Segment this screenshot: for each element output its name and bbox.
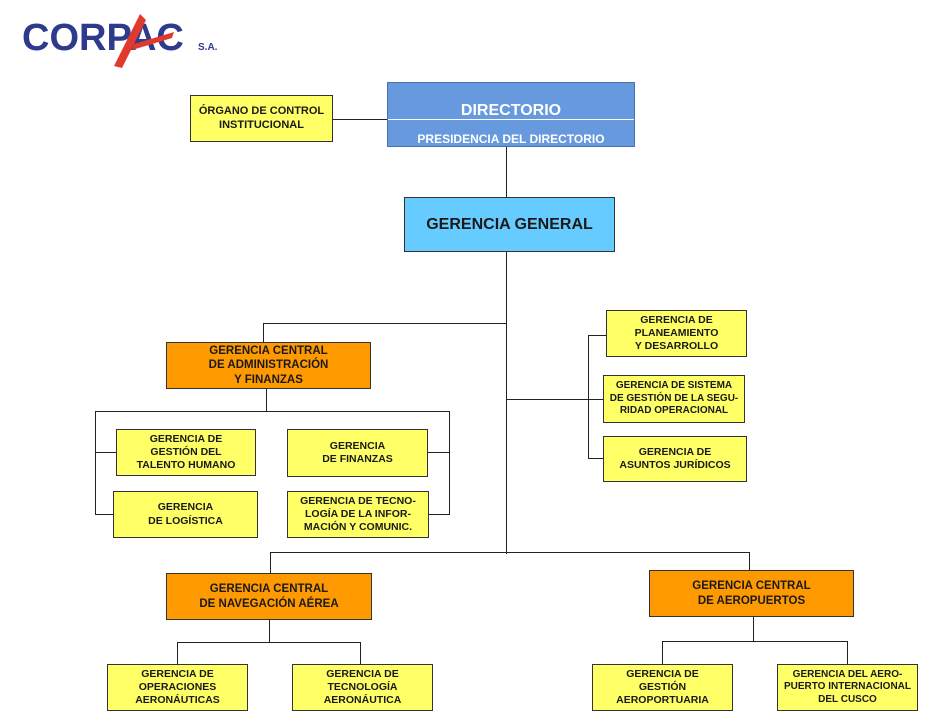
gestion-aeroportuaria-box: GERENCIA DE GESTIÓN AEROPORTUARIA [592,664,733,711]
asuntos-juridicos-box: GERENCIA DE ASUNTOS JURÍDICOS [603,436,747,482]
gestion-aeroportuaria-label: GERENCIA DE GESTIÓN AEROPORTUARIA [616,667,709,707]
navegacion-central-box: GERENCIA CENTRAL DE NAVEGACIÓN AÉREA [166,573,372,620]
operaciones-aeronauticas-box: GERENCIA DE OPERACIONES AERONÁUTICAS [107,664,248,711]
finanzas-label: GERENCIA DE FINANZAS [322,439,393,465]
logo-suffix-text: S.A. [198,42,218,53]
aeropuerto-cusco-label: GERENCIA DEL AERO- PUERTO INTERNACIONAL … [783,668,912,705]
tecnologia-aeronautica-label: GERENCIA DE TECNOLOGÍA AERONÁUTICA [323,667,402,707]
corpac-logo: CORPAC S.A. [22,6,232,73]
connector-line [749,552,750,570]
connector-line [662,641,663,664]
connector-line [506,252,507,554]
connector-line [449,411,450,515]
connector-line [588,399,603,400]
seguridad-operacional-box: GERENCIA DE SISTEMA DE GESTIÓN DE LA SEG… [603,375,745,423]
connector-line [263,323,507,324]
navegacion-central-label: GERENCIA CENTRAL DE NAVEGACIÓN AÉREA [199,583,339,610]
connector-line [588,335,606,336]
talento-humano-label: GERENCIA DE GESTIÓN DEL TALENTO HUMANO [136,432,236,472]
connector-line [263,323,264,342]
connector-line [506,147,507,197]
connector-line [269,620,270,642]
tecnologia-aeronautica-box: GERENCIA DE TECNOLOGÍA AERONÁUTICA [292,664,433,711]
finanzas-box: GERENCIA DE FINANZAS [287,429,428,477]
connector-line [177,642,178,664]
connector-line [847,641,848,664]
logistica-box: GERENCIA DE LOGÍSTICA [113,491,258,538]
connector-line [95,411,96,515]
aeropuertos-central-label: GERENCIA CENTRAL DE AEROPUERTOS [692,580,811,607]
organo-control-box: ÓRGANO DE CONTROL INSTITUCIONAL [190,95,333,142]
connector-line [428,452,450,453]
connector-line [753,617,754,641]
connector-line [588,458,603,459]
directorio-box: DIRECTORIO PRESIDENCIA DEL DIRECTORIO [387,82,635,147]
operaciones-aeronauticas-label: GERENCIA DE OPERACIONES AERONÁUTICAS [135,667,220,707]
tecnologia-informacion-label: GERENCIA DE TECNO- LOGÍA DE LA INFOR- MA… [300,494,416,534]
admin-central-box: GERENCIA CENTRAL DE ADMINISTRACIÓN Y FIN… [166,342,371,389]
logistica-label: GERENCIA DE LOGÍSTICA [148,501,223,527]
aeropuerto-cusco-box: GERENCIA DEL AERO- PUERTO INTERNACIONAL … [777,664,918,711]
talento-humano-box: GERENCIA DE GESTIÓN DEL TALENTO HUMANO [116,429,256,476]
connector-line [360,642,361,664]
connector-line [333,119,387,120]
gerencia-general-box: GERENCIA GENERAL [404,197,615,252]
connector-line [506,399,588,400]
logo-arrow-icon [114,14,146,68]
planeamiento-label: GERENCIA DE PLANEAMIENTO Y DESARROLLO [634,313,719,353]
tecnologia-informacion-box: GERENCIA DE TECNO- LOGÍA DE LA INFOR- MA… [287,491,429,538]
connector-line [95,452,116,453]
presidencia-label: PRESIDENCIA DEL DIRECTORIO [417,132,605,146]
directorio-label: DIRECTORIO [460,101,562,119]
organo-control-label: ÓRGANO DE CONTROL INSTITUCIONAL [198,104,325,131]
connector-line [177,642,361,643]
directorio-divider [388,119,634,120]
connector-line [662,641,848,642]
connector-line [429,514,450,515]
planeamiento-box: GERENCIA DE PLANEAMIENTO Y DESARROLLO [606,310,747,357]
connector-line [270,552,750,553]
gerencia-general-label: GERENCIA GENERAL [426,215,593,233]
seguridad-operacional-label: GERENCIA DE SISTEMA DE GESTIÓN DE LA SEG… [609,380,739,417]
connector-line [588,335,589,458]
connector-line [95,411,450,412]
connector-line [266,389,267,411]
connector-line [95,514,113,515]
aeropuertos-central-box: GERENCIA CENTRAL DE AEROPUERTOS [649,570,854,617]
asuntos-juridicos-label: GERENCIA DE ASUNTOS JURÍDICOS [619,445,731,471]
connector-line [270,552,271,573]
admin-central-label: GERENCIA CENTRAL DE ADMINISTRACIÓN Y FIN… [208,344,329,386]
